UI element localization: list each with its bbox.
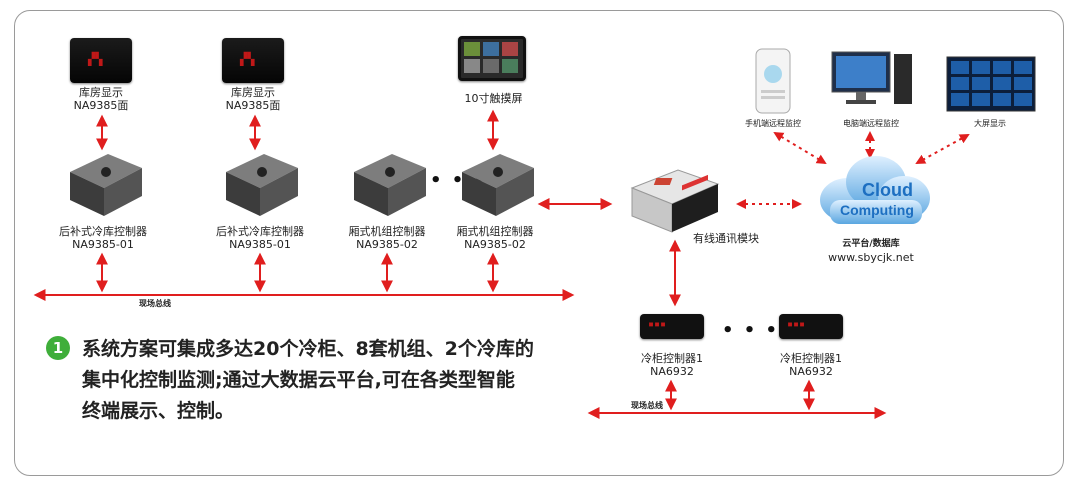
arrow-phone-cloud (773, 131, 827, 165)
terminal-phone-label: 手机端远程监控 (745, 119, 801, 128)
touchscreen-label: 10寸触摸屏 (464, 92, 523, 105)
bus-left-label: 现场总线 (139, 299, 171, 308)
controller-4-model: NA9385-02 (464, 238, 526, 251)
cabinet-controller-1-label: 冷柜控制器1 (641, 352, 703, 365)
controller-1-label: 后补式冷库控制器 (59, 225, 147, 238)
description-line-1: 系统方案可集成多达20个冷柜、8套机组、2个冷库的 (82, 338, 534, 360)
cloud-word1: Cloud (862, 180, 913, 200)
panel-display-1-model: NA9385面 (73, 99, 129, 112)
computer-icon (831, 51, 912, 104)
cabinet-ellipsis: • • • (722, 320, 780, 341)
step-number-badge: 1 (46, 336, 70, 360)
description-line-3: 终端展示、控制。 (82, 400, 235, 422)
phone-icon (755, 48, 791, 114)
panel-display-2-model: NA9385面 (225, 99, 281, 112)
diagram-frame (14, 10, 1064, 476)
panel-display-1: ▞▚ (70, 38, 132, 83)
cloud-label: 云平台/数据库 (842, 239, 900, 249)
controller-4-label: 厢式机组控制器 (456, 225, 534, 238)
terminal-screen-label: 大屏显示 (974, 119, 1006, 128)
controller-box-2 (226, 154, 298, 216)
cabinet-controller-2-label: 冷柜控制器1 (780, 352, 842, 365)
terminal-pc-label: 电脑端远程监控 (843, 119, 899, 128)
panel-display-2-label: 库房显示 (231, 86, 275, 99)
cabinet-controller-2-model: NA6932 (789, 365, 833, 378)
controller-2-label: 后补式冷库控制器 (216, 225, 304, 238)
display-glyph: ▞▚ (88, 52, 103, 66)
cloud-word2: Computing (840, 202, 914, 218)
cabinet-controller-1: ▪▪▪ (640, 314, 704, 339)
cloud-url: www.sbycjk.net (828, 251, 914, 264)
description-line-2: 集中化控制监测;通过大数据云平台,可在各类型智能 (82, 369, 515, 391)
cabinet-controller-1-model: NA6932 (650, 365, 694, 378)
controller-box-3 (354, 154, 426, 216)
arrow-screen-cloud (915, 134, 970, 164)
bus-right-label: 现场总线 (631, 401, 663, 410)
controller-2-model: NA9385-01 (229, 238, 291, 251)
controller-3-model: NA9385-02 (356, 238, 418, 251)
comm-module-box (630, 169, 720, 233)
description-text: 系统方案可集成多达20个冷柜、8套机组、2个冷库的 集中化控制监测;通过大数据云… (82, 334, 602, 427)
cabinet-display-glyph: ▪▪▪ (787, 319, 806, 330)
comm-module-label: 有线通讯模块 (693, 232, 759, 245)
display-glyph: ▞▚ (240, 52, 255, 66)
controller-box-1 (70, 154, 142, 216)
controller-1-model: NA9385-01 (72, 238, 134, 251)
cloud-icon: Cloud Computing (820, 156, 930, 224)
touchscreen-device (458, 36, 526, 81)
touchscreen-ui-icon (464, 42, 518, 73)
panel-display-2: ▞▚ (222, 38, 284, 83)
large-screen-icon (946, 56, 1036, 112)
panel-display-1-label: 库房显示 (79, 86, 123, 99)
cabinet-controller-2: ▪▪▪ (779, 314, 843, 339)
controller-box-4 (462, 154, 534, 216)
cabinet-display-glyph: ▪▪▪ (648, 319, 667, 330)
controller-3-label: 厢式机组控制器 (348, 225, 426, 238)
